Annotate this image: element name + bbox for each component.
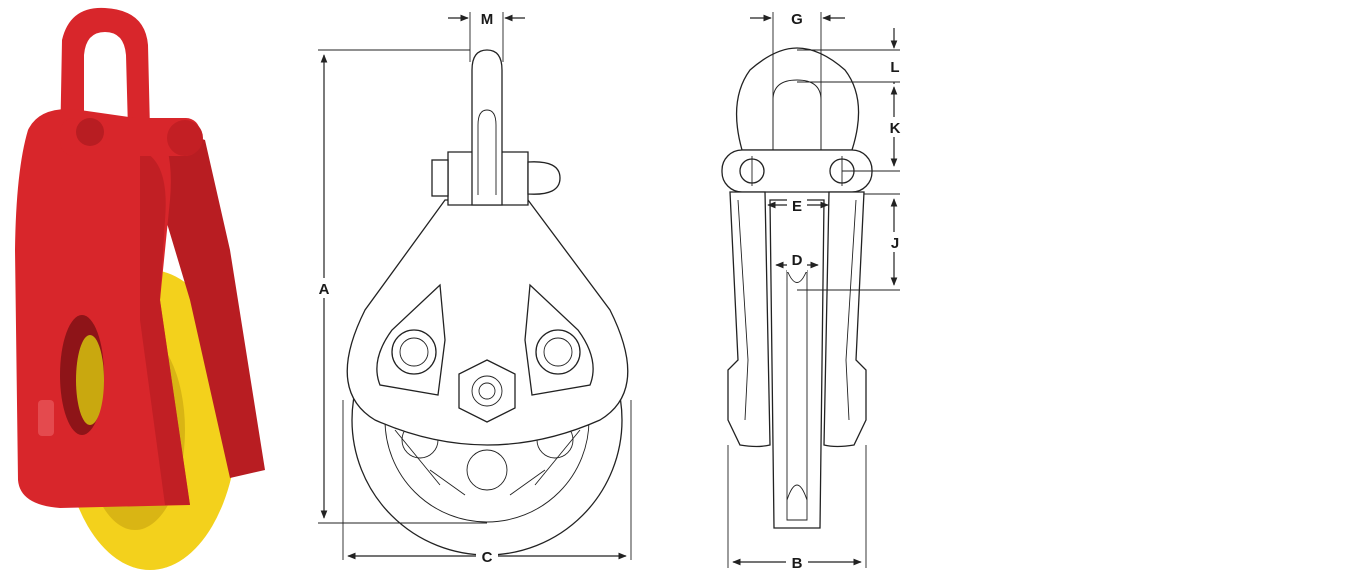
dim-K-label: K bbox=[890, 120, 901, 137]
side-shackle-inner bbox=[772, 79, 822, 150]
id-tag bbox=[38, 400, 54, 436]
dim-M-label: M bbox=[481, 11, 494, 28]
dim-E-label: E bbox=[792, 198, 802, 215]
pin-head-right bbox=[167, 120, 203, 156]
center-hex-nut bbox=[458, 359, 516, 423]
dim-B-label: B bbox=[792, 555, 803, 572]
sheave-spokes bbox=[394, 429, 581, 496]
swivel-eye bbox=[471, 49, 503, 206]
window-left-hole bbox=[391, 329, 437, 375]
dim-D-label: D bbox=[792, 252, 803, 269]
side-shackle-bow bbox=[735, 47, 860, 151]
front-view-drawing: A C M bbox=[313, 11, 632, 566]
swivel-nut-left bbox=[431, 159, 449, 197]
swivel-pin-right bbox=[527, 161, 561, 195]
dim-A-label: A bbox=[319, 281, 330, 298]
side-sheave-groove bbox=[786, 269, 808, 521]
sheave-hole-2 bbox=[466, 449, 508, 491]
cheek-window-sheave bbox=[76, 335, 104, 425]
product-photo bbox=[15, 7, 265, 570]
side-cheek-right bbox=[823, 191, 867, 448]
cheek-shading bbox=[140, 150, 190, 505]
dim-G-label: G bbox=[791, 11, 803, 28]
dim-J-label: J bbox=[891, 235, 899, 252]
side-cheek-left bbox=[727, 191, 771, 448]
window-right-hole bbox=[535, 329, 581, 375]
side-view-drawing: B E D G L K J bbox=[721, 11, 906, 572]
dim-L-label: L bbox=[890, 59, 899, 76]
dim-C-label: C bbox=[482, 549, 493, 566]
back-cheek-plate bbox=[150, 120, 265, 478]
side-sheave bbox=[769, 199, 825, 529]
pin-head-left bbox=[76, 118, 104, 146]
